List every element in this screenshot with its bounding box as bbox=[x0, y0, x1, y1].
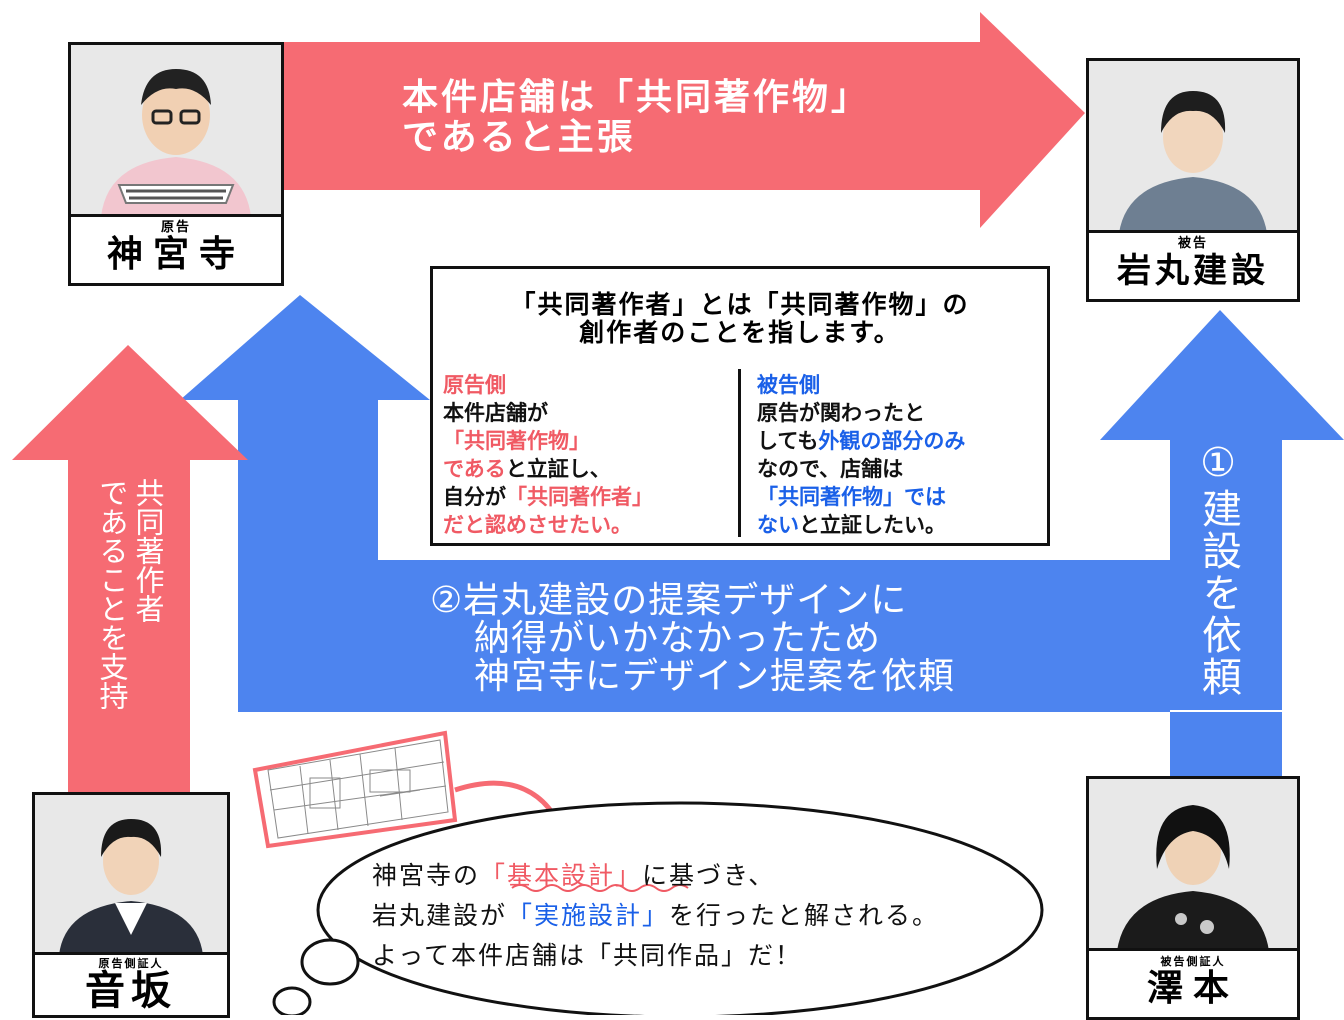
defendant-name: 岩丸建設 bbox=[1117, 251, 1269, 291]
defendant-side-line5b: と立証したい。 bbox=[799, 513, 946, 537]
thought-line2a: 岩丸建設が bbox=[372, 901, 508, 930]
thought-line1c: に基づき、 bbox=[642, 861, 776, 890]
defendant-side-line2: しても外観の部分のみ bbox=[757, 427, 965, 455]
plaintiff-witness-role: 原告側証人 bbox=[98, 957, 164, 970]
red-left-arrow bbox=[12, 345, 248, 800]
plaintiff-role: 原告 bbox=[160, 220, 191, 235]
plaintiff-photo bbox=[71, 45, 281, 217]
defendant-side-column: 被告側 原告が関わったと しても外観の部分のみ なので、店舗は 「共同著作物」で… bbox=[757, 371, 965, 539]
plaintiff-witness-namebox: 原告側証人 音坂 bbox=[35, 952, 227, 1015]
plaintiff-side-line1: 本件店舗が bbox=[443, 401, 548, 425]
defendant-side-heading: 被告側 bbox=[757, 373, 820, 397]
defendant-side-line2b: 外観の部分のみ bbox=[818, 429, 966, 453]
person-avatar-icon bbox=[1089, 61, 1297, 233]
blue-u-arrow bbox=[180, 295, 1344, 780]
plaintiff-side-column: 原告側 本件店舗が 「共同著作物」 であると立証し、 自分が「共同著作者」 だと… bbox=[443, 371, 653, 539]
plaintiff-side-line5: だと認めさせたい。 bbox=[443, 513, 632, 537]
blue-arrow-line2: 納得がいかなかったため bbox=[474, 618, 882, 659]
thought-line3: よって本件店舗は「共同作品」だ！ bbox=[372, 941, 803, 970]
blue-arrow-line1: ②岩丸建設の提案デザインに bbox=[430, 580, 908, 621]
top-arrow-line2: であると主張 bbox=[402, 117, 636, 158]
plaintiff-side-line4a: 自分が bbox=[443, 485, 506, 509]
defendant-witness-name: 澤本 bbox=[1146, 968, 1239, 1009]
defendant-side-line2a: しても bbox=[757, 429, 819, 453]
plaintiff-side-heading: 原告側 bbox=[443, 373, 506, 397]
plaintiff-namebox: 原告 神宮寺 bbox=[71, 214, 281, 283]
definition-title-line1: 「共同著作者」とは「共同著作物」の bbox=[510, 290, 970, 319]
defendant-photo bbox=[1089, 61, 1297, 233]
left-arrow-col2: であることを支持 bbox=[95, 478, 129, 710]
defendant-witness-photo bbox=[1089, 779, 1297, 951]
defendant-witness-card: 被告側証人 澤本 bbox=[1086, 776, 1300, 1020]
thought-line2c: を行ったと解される。 bbox=[669, 901, 940, 930]
defendant-witness-namebox: 被告側証人 澤本 bbox=[1089, 948, 1297, 1017]
person-avatar-icon bbox=[71, 45, 281, 217]
defendant-namebox: 被告 岩丸建設 bbox=[1089, 230, 1297, 299]
plaintiff-witness-card: 原告側証人 音坂 bbox=[32, 792, 230, 1018]
definition-title: 「共同著作者」とは「共同著作物」の 創作者のことを指します。 bbox=[433, 291, 1047, 347]
thought-text: 神宮寺の「基本設計」に基づき、 岩丸建設が「実施設計」を行ったと解される。 よっ… bbox=[372, 856, 939, 976]
plaintiff-card: 原告 神宮寺 bbox=[68, 42, 284, 286]
plaintiff-witness-name: 音坂 bbox=[85, 968, 177, 1014]
right-arrow-label: ①建設を依頼 bbox=[1195, 440, 1241, 698]
left-arrow-col1: 共同著作者 bbox=[131, 478, 165, 623]
definition-box: 「共同著作者」とは「共同著作物」の 創作者のことを指します。 原告側 本件店舗が… bbox=[430, 266, 1050, 546]
red-top-arrow bbox=[284, 12, 1085, 228]
defendant-side-line5a: ない bbox=[757, 513, 799, 537]
top-arrow-line1: 本件店舗は「共同著作物」 bbox=[402, 77, 871, 118]
defendant-witness-role: 被告側証人 bbox=[1160, 955, 1226, 968]
thought-line2b: 「実施設計」 bbox=[507, 901, 670, 930]
defendant-side-line5: ないと立証したい。 bbox=[757, 511, 965, 539]
defendant-side-line1: 原告が関わったと bbox=[757, 401, 925, 425]
top-arrow-label: 本件店舗は「共同著作物」 であると主張 bbox=[402, 78, 870, 158]
plaintiff-side-line3: であると立証し、 bbox=[443, 455, 653, 483]
left-arrow-label: 共同著作者 であることを支持 bbox=[94, 478, 166, 710]
person-avatar-icon bbox=[1089, 779, 1297, 951]
blue-arrow-label: ②岩丸建設の提案デザインに 納得がいかなかったため 神宮寺にデザイン提案を依頼 bbox=[430, 582, 955, 696]
plaintiff-side-line3a: である bbox=[443, 457, 506, 481]
thought-line1a: 神宮寺の bbox=[372, 861, 481, 890]
person-avatar-icon bbox=[35, 795, 227, 955]
column-divider bbox=[738, 369, 741, 537]
defendant-role: 被告 bbox=[1177, 236, 1208, 251]
defendant-side-line4: 「共同著作物」では bbox=[757, 485, 946, 509]
plaintiff-side-line4: 自分が「共同著作者」 bbox=[443, 483, 653, 511]
plaintiff-side-line2: 「共同著作物」 bbox=[443, 429, 590, 453]
thought-line1b: 「基本設計」 bbox=[480, 861, 643, 890]
thought-line1: 神宮寺の「基本設計」に基づき、 bbox=[372, 856, 939, 896]
plaintiff-witness-photo bbox=[35, 795, 227, 955]
definition-title-line2: 創作者のことを指します。 bbox=[579, 318, 901, 347]
defendant-card: 被告 岩丸建設 bbox=[1086, 58, 1300, 302]
plaintiff-name: 神宮寺 bbox=[106, 234, 245, 275]
thought-line2: 岩丸建設が「実施設計」を行ったと解される。 bbox=[372, 896, 939, 936]
plaintiff-side-line4b: 「共同著作者」 bbox=[506, 485, 653, 509]
blue-arrow-line3: 神宮寺にデザイン提案を依頼 bbox=[474, 656, 956, 697]
thought-bubble bbox=[272, 801, 1044, 1015]
defendant-side-line3: なので、店舗は bbox=[757, 457, 904, 481]
plaintiff-side-line3b: と立証し、 bbox=[505, 457, 611, 481]
